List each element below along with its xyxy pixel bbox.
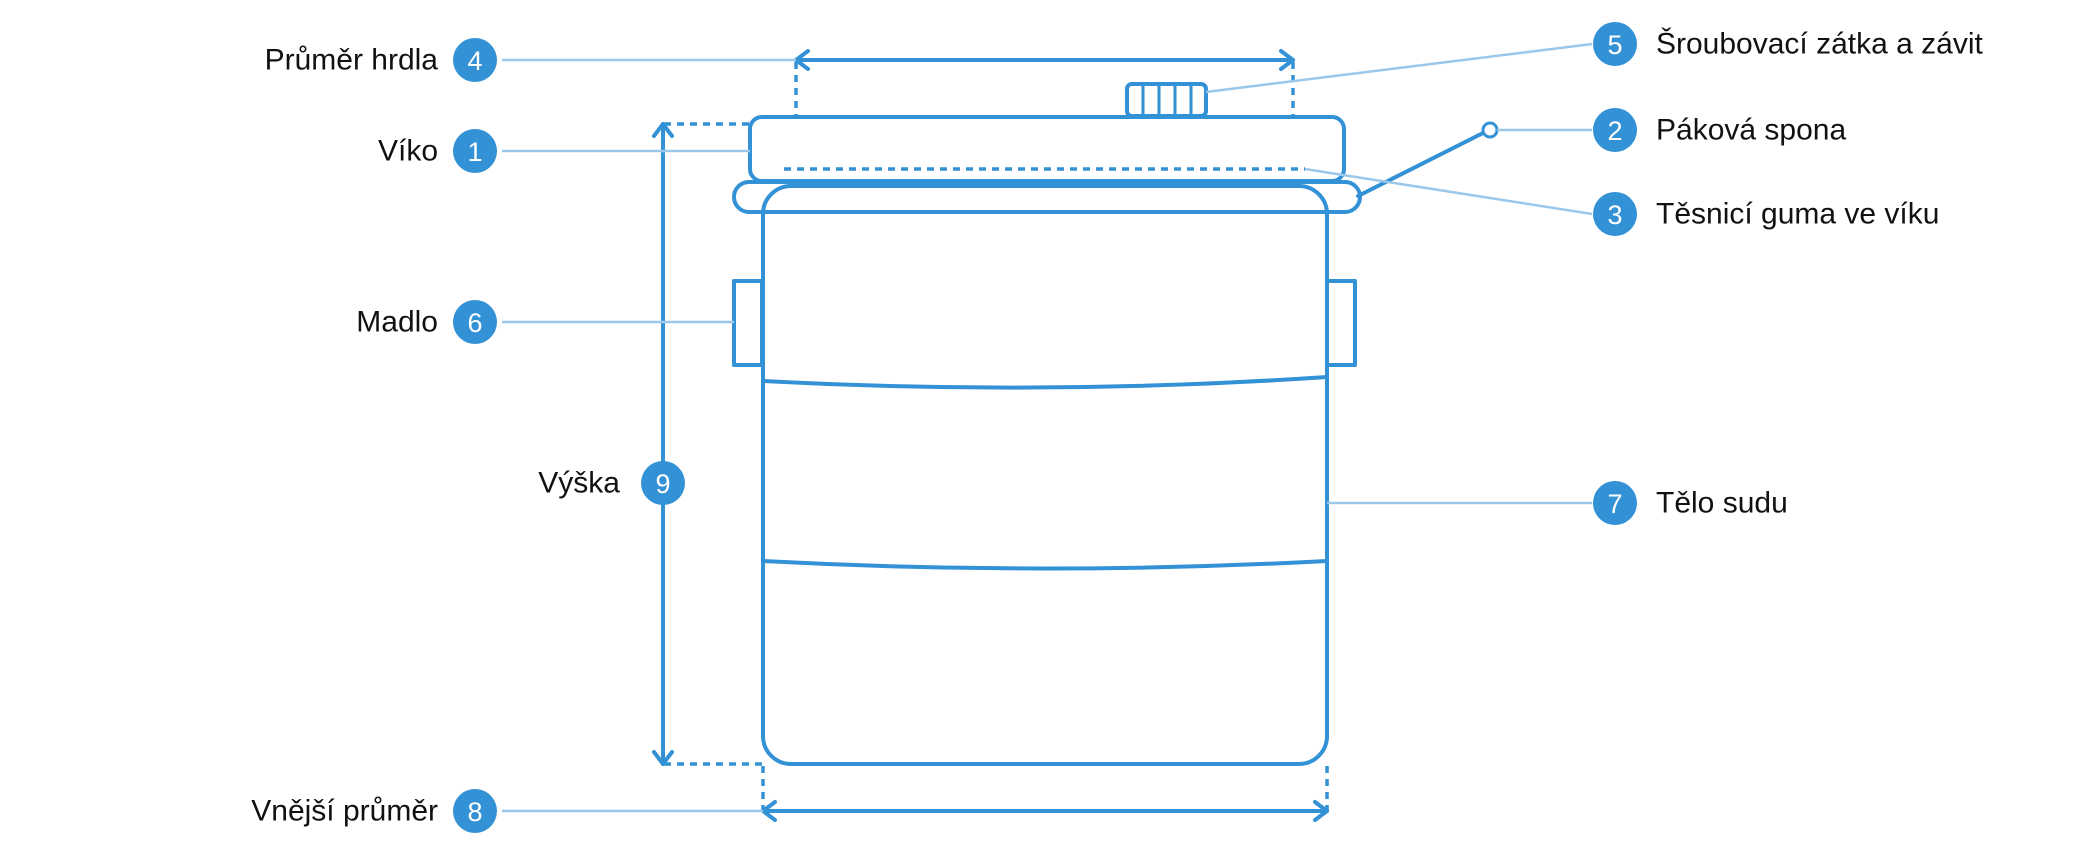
callout-6-label: Madlo [356, 306, 438, 339]
body-rib-upper [761, 375, 1329, 390]
callout-6: 6 Madlo [356, 300, 497, 344]
callout-2: 2 Páková spona [1593, 108, 1846, 152]
callout-8: 8 Vnější průměr [251, 789, 497, 833]
callout-7: 7 Tělo sudu [1593, 481, 1788, 525]
outer-diameter-dimension [761, 766, 1329, 822]
callout-7-label: Tělo sudu [1656, 487, 1788, 520]
callout-9-label: Výška [538, 467, 620, 500]
callout-3-label: Těsnicí guma ve víku [1656, 198, 1939, 231]
callout-1: 1 Víko [378, 129, 497, 173]
height-dimension [652, 122, 763, 766]
neck-diameter-dimension [794, 49, 1295, 115]
callout-3-number: 3 [1607, 200, 1622, 230]
handle-left [732, 279, 764, 367]
leader-lines [502, 42, 1593, 813]
screw-cap [1125, 82, 1208, 118]
callout-2-number: 2 [1607, 116, 1622, 146]
lever-clamp [1356, 121, 1499, 198]
callout-6-number: 6 [467, 308, 482, 338]
barrel-drawing [652, 49, 1499, 822]
callout-3: 3 Těsnicí guma ve víku [1593, 192, 1939, 236]
callout-1-number: 1 [467, 137, 482, 167]
callout-5-label: Šroubovací zátka a závit [1656, 27, 1984, 61]
callout-9: 9 Výška [538, 461, 685, 505]
callout-4: 4 Průměr hrdla [265, 38, 497, 82]
barrel-body [761, 184, 1329, 766]
callout-5: 5 Šroubovací zátka a závit [1593, 22, 1984, 66]
callout-8-label: Vnější průměr [251, 795, 438, 828]
callout-5-number: 5 [1607, 30, 1622, 60]
callout-4-label: Průměr hrdla [265, 44, 439, 77]
callout-2-label: Páková spona [1656, 114, 1846, 147]
callout-8-number: 8 [467, 797, 482, 827]
handle-right [1325, 279, 1357, 367]
callout-9-number: 9 [655, 469, 670, 499]
lid [748, 115, 1346, 183]
callout-4-number: 4 [467, 46, 482, 76]
callout-1-label: Víko [378, 135, 438, 168]
body-rib-lower [761, 559, 1329, 571]
callout-7-number: 7 [1607, 489, 1622, 519]
